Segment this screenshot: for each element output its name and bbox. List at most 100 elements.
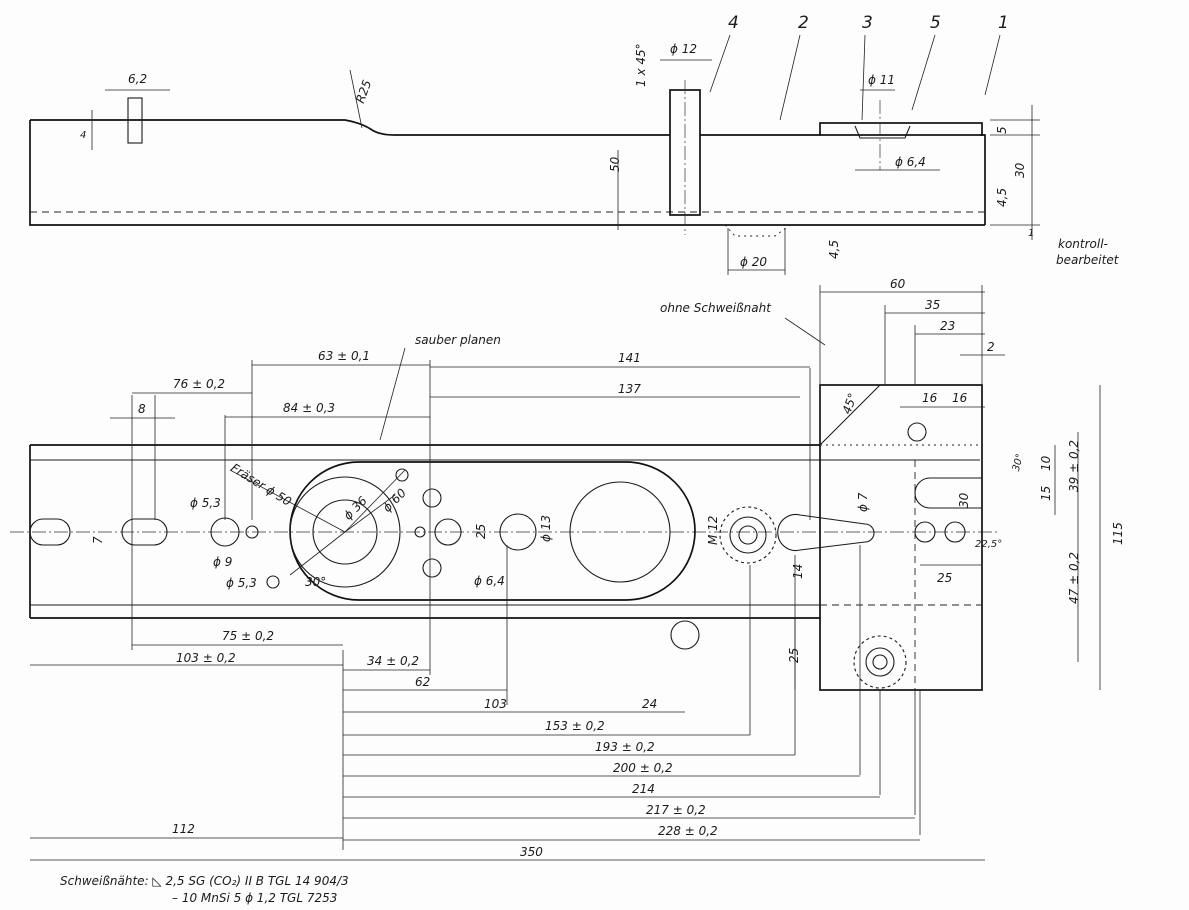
dim-d20: ϕ 20 [740,255,767,269]
dim-d60-hole: ϕ 60 [380,486,409,515]
dim-d6-4-plan: ϕ 6,4 [474,574,505,588]
dim-200: 200 ± 0,2 [613,761,673,775]
dim-62: 62 [415,675,430,689]
dim-d7: ϕ 7 [856,492,870,512]
slot-left-1 [29,518,71,546]
dim-115: 115 [1111,522,1125,545]
dim-60: 60 [890,277,906,291]
m12-thread-outer [719,506,777,564]
dim-22-5deg: 22,5° [975,539,1002,550]
dim-r25: R25 [353,78,374,105]
leader-fraeser [229,469,346,533]
plan-view: ohne Schweißnaht sauber planen Fräser ϕ … [10,277,1125,861]
milling-circle-d60 [289,476,401,588]
leader-30deg [289,531,346,576]
plate-boss-outer [853,635,907,689]
m12-thread-inner [729,516,767,554]
part-number-5: 5 [930,13,941,33]
dim-350: 350 [520,845,543,859]
dim-112: 112 [172,822,195,836]
dim-30deg-plate: 30° [1011,453,1026,473]
label-sauber-planen: sauber planen [415,333,501,347]
dim-228: 228 ± 0,2 [658,824,718,838]
dim-47: 47 ± 0,2 [1067,552,1081,604]
weld-note: Schweißnähte: ◺ 2,5 SG (CO₂) II B TGL 14… [60,874,349,905]
dim-103-a: 103 ± 0,2 [176,651,236,665]
m12-bore [738,525,758,545]
dim-d6-4: ϕ 6,4 [895,155,926,169]
dim-25-right: 25 [937,571,952,585]
dim-30: 30 [1013,162,1027,178]
part-number-4: 4 [728,13,739,33]
dim-153: 153 ± 0,2 [545,719,605,733]
dim-35: 35 [925,298,940,312]
slot-left-2 [121,518,168,546]
dim-45deg: 45° [840,391,860,416]
plate-part-5 [819,122,983,136]
dim-34: 34 ± 0,2 [367,654,419,668]
dim-15: 15 [1039,486,1053,501]
dim-25-hole: 25 [474,524,488,539]
hole-d36 [312,499,378,565]
dim-16b: 16 [952,391,968,405]
slot-side-left [127,97,143,144]
dim-1: 1 [1028,228,1034,239]
leader-1 [984,34,1001,96]
dim-4-5-right: 4,5 [995,188,1009,207]
flat-bar-side-outline [29,119,986,226]
weld-note-line-1: Schweißnähte: ◺ 2,5 SG (CO₂) II B TGL 14… [60,874,349,888]
end-plate [819,384,983,691]
hole-d13 [499,513,537,551]
hole-d64 [422,558,442,578]
dim-63: 63 ± 0,1 [318,349,370,363]
leader-3 [861,34,866,121]
leader-4 [709,34,731,93]
dim-39: 39 ± 0,2 [1067,440,1081,492]
dim-d11: ϕ 11 [868,73,895,87]
hole-d53-a [245,525,259,539]
leader-d60 [344,469,406,533]
dim-d5-3-b: ϕ 5,3 [226,576,257,590]
dim-16a: 16 [922,391,938,405]
dim-m12: M 12 [706,516,720,545]
hole-d25 [434,518,462,546]
dim-24: 24 [642,697,657,711]
weld-seam-bottom [724,224,791,237]
dim-2: 2 [987,340,995,354]
keyhole-slot [777,513,875,552]
leader-2 [779,34,801,121]
label-ohne-schweissnaht: ohne Schweißnaht [660,301,772,315]
dim-14: 14 [791,564,805,579]
side-view: 4 2 3 5 1 6,2 4 R25 ϕ 12 1 x 45° ϕ 11 ϕ … [29,13,1120,275]
dim-137: 137 [618,382,641,396]
dim-7-slot: 7 [91,536,105,544]
note-bearbeitet: bearbeitet [1056,253,1120,267]
dim-217: 217 ± 0,2 [646,803,706,817]
dim-75: 75 ± 0,2 [222,629,274,643]
plate-slot [914,477,982,509]
dim-d5-3-a: ϕ 5,3 [190,496,221,510]
large-bore [569,481,671,583]
dim-30-plate: 30 [957,492,971,508]
leader-ohne [784,317,826,346]
dim-214: 214 [632,782,655,796]
dim-4-5-bottom: 4,5 [827,240,841,259]
part-number-3: 3 [862,13,873,33]
r25-leader [349,69,363,129]
leader-sauber [379,347,406,441]
hole-d53-b [266,575,280,589]
dim-84: 84 ± 0,3 [283,401,335,415]
plate-boss [865,647,895,677]
part-number-2: 2 [798,13,809,33]
bottom-boss [670,620,700,650]
label-fraeser: Fräser ϕ 50 [228,461,294,509]
dim-d9: ϕ 9 [213,555,232,569]
leader-d36 [344,494,396,533]
dim-30deg: 30° [305,575,326,589]
dim-5: 5 [995,126,1009,134]
dim-small-y: 4 [80,130,86,141]
weld-note-line-2: – 10 MnSi 5 ϕ 1,2 TGL 7253 [172,891,337,905]
plate-boss-inner [872,654,888,670]
hole-center-small [414,526,426,538]
